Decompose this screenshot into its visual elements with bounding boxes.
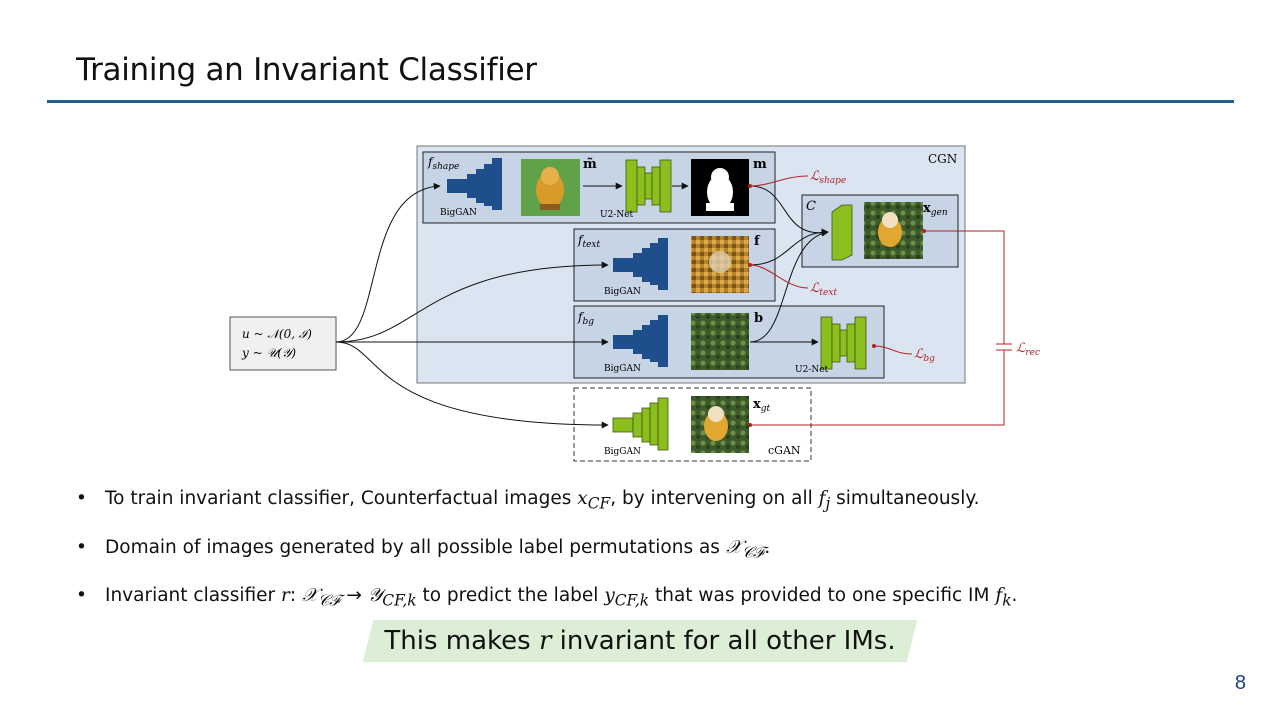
text-biggan-icon [613,238,668,290]
loss-shape: ℒshape [810,169,846,186]
shape-unet-icon [625,159,672,213]
bullet-item-counterfactual: • To train invariant classifier, Counter… [76,484,1226,519]
loss-bg: ℒbg [914,347,935,364]
math-arrow: → [340,585,368,607]
bg-biggan-label: BigGAN [604,364,641,374]
input-box [229,316,337,371]
gt-biggan-label: BigGAN [604,447,641,457]
xgen-image [864,202,923,259]
math-domain-cf: 𝒳𝒞ℱ [725,536,765,562]
xgt-image [691,396,749,453]
bullet-text: Domain of images generated by all possib… [105,536,726,558]
page-number: 8 [1234,672,1246,694]
shape-unet-label: U2-Net [600,210,634,220]
xgen-label: xgen [923,201,948,218]
bullet-text: . [764,536,771,558]
callout-text: This makes r invariant for all other IMs… [384,626,896,656]
loss-rec: ℒrec [1016,341,1040,358]
background-image [691,313,749,370]
bullet-text: To train invariant classifier, Counterfa… [105,488,578,509]
bullet-list: • To train invariant classifier, Counter… [76,484,1226,630]
m-label: m [753,157,767,172]
cgan-block [573,387,812,462]
bullet-text: . [1011,585,1018,607]
shape-biggan-icon [447,158,502,210]
gt-biggan-icon [612,397,669,451]
xgt-label: xgt [753,397,771,414]
bullet-item-domain: • Domain of images generated by all poss… [76,533,1226,568]
b-label: b [754,311,763,326]
cgn-diagram: CGN fshape BigGAN m̃ U2-Net m ftext [229,145,1040,462]
composer-c-label: C [806,199,816,214]
f-text-label: ftext [577,233,600,250]
shape-biggan-label: BigGAN [440,208,477,218]
math-y-label: yCF,k [604,585,650,611]
input-line2: y ~ 𝒰(𝒴) [241,346,296,360]
mtilde-label: m̃ [583,157,597,172]
f-out-label: f [754,234,761,249]
composer-icon [831,204,853,261]
cgn-label: CGN [928,152,957,166]
math-f-k: fk [995,585,1012,611]
math-x-cf: xCF [577,488,611,513]
math-f-j: fj [818,488,831,513]
slide-title: Training an Invariant Classifier [76,52,537,88]
bullet-text: , by intervening on all [610,488,819,509]
bg-biggan-icon [613,315,668,367]
f-bg-label: fbg [577,310,594,327]
cgan-label: cGAN [768,444,801,457]
input-line1: u ~ 𝒩(0, ℐ) [242,327,312,341]
loss-text: ℒtext [810,281,837,298]
f-shape-label: fshape [427,155,459,172]
bullet-text: Invariant classifier [105,585,281,607]
callout-box: This makes r invariant for all other IMs… [362,620,918,662]
math-r: r [281,585,290,607]
bullet-text: : [289,585,302,607]
mask-image [691,159,749,216]
mtilde-image [521,159,580,216]
bg-unet-label: U2-Net [795,365,829,375]
bullet-text: simultaneously. [830,488,980,509]
text-biggan-label: BigGAN [604,287,641,297]
bullet-dot-icon: • [76,488,87,509]
math-domain-y: 𝒴CF,k [367,585,417,611]
bullet-text: to predict the label [416,585,605,607]
bullet-dot-icon: • [76,585,87,607]
bullet-text: that was provided to one specific IM [649,585,996,607]
bullet-dot-icon: • [76,536,87,558]
math-domain-x: 𝒳𝒞ℱ [301,585,341,611]
bullet-item-classifier: • Invariant classifier r: 𝒳𝒞ℱ → 𝒴CF,k to… [76,581,1226,616]
title-divider [47,100,1234,103]
texture-image [691,236,749,293]
bg-unet-icon [820,316,867,370]
